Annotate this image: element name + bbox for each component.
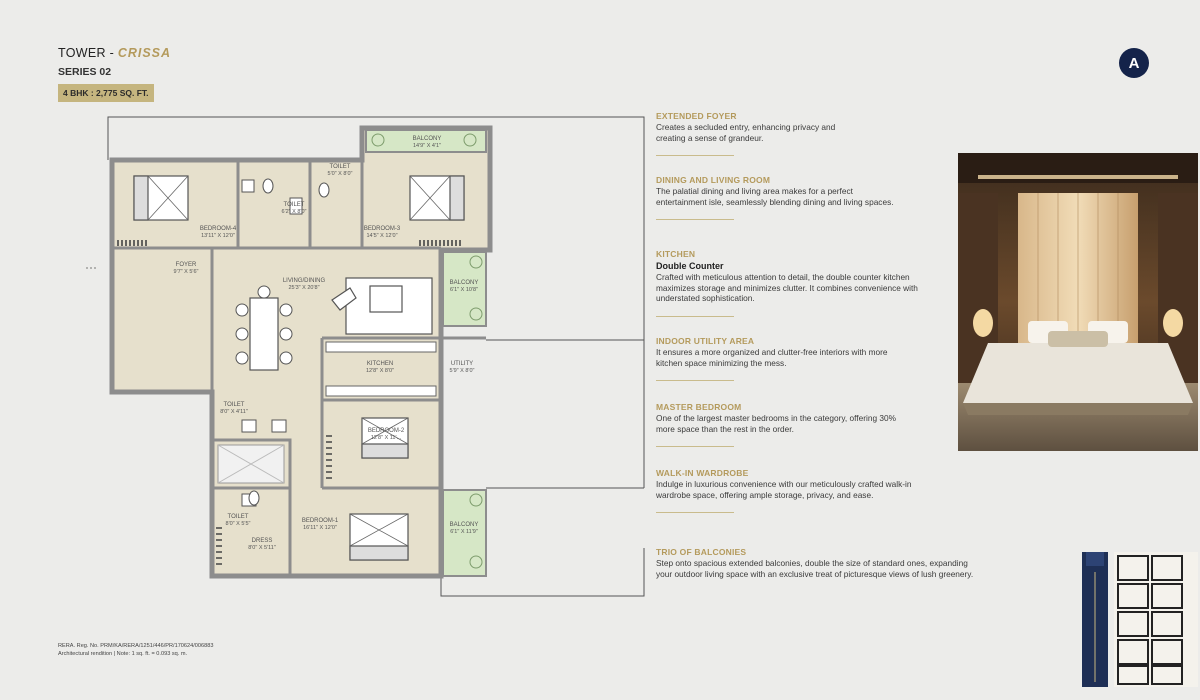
feature-divider: [656, 380, 734, 381]
tower-name: CRISSA: [117, 46, 172, 60]
leader-lines: [107, 116, 645, 597]
series-label: SERIES 02: [58, 66, 112, 78]
feature-divider: [656, 219, 734, 220]
foyer-name: FOYER: [176, 262, 197, 268]
feature-divider: [656, 512, 734, 513]
feature-divider: [656, 155, 734, 156]
kitchen-dim: 12'8" X 8'0": [366, 368, 394, 374]
balcony-low-dim: 6'1" X 11'9": [450, 529, 478, 535]
living-name: LIVING/DINING: [283, 278, 326, 284]
kitchen-name: KITCHEN: [367, 361, 393, 367]
toilet-mid-name: TOILET: [284, 202, 305, 208]
dress-name: DRESS: [252, 538, 273, 544]
feature-desc: Indulge in luxurious convenience with ou…: [656, 479, 912, 500]
unit-type-badge: A: [1119, 48, 1149, 78]
bedroom2-name: BEDROOM-2: [368, 428, 405, 434]
sofa-set: [331, 277, 433, 335]
utility-name: UTILITY: [451, 361, 473, 367]
feature-desc: It ensures a more organized and clutter-…: [656, 347, 888, 368]
feature-master-bedroom: MASTER BEDROOM One of the largest master…: [656, 402, 976, 447]
feature-title: KITCHEN: [656, 249, 696, 259]
feature-desc: One of the largest master bedrooms in th…: [656, 413, 896, 434]
toilet-mid-dim: 6'2" X 8'0": [282, 209, 307, 215]
room-labels: BALCONY 14'9" X 4'1" TOILET 5'0" X 8'0" …: [174, 136, 479, 551]
furniture-beds: [133, 175, 465, 561]
feature-title: INDOOR UTILITY AREA: [656, 336, 755, 346]
shaft-cross: [217, 444, 285, 484]
balcony-mid-name: BALCONY: [450, 280, 479, 286]
feature-desc: The palatial dining and living area make…: [656, 186, 894, 207]
wardrobes: [117, 240, 461, 565]
balcony-low-name: BALCONY: [450, 522, 479, 528]
feature-subtitle: Double Counter: [656, 261, 724, 271]
rera-number: RERA. Reg. No. PRM/KA/RERA/1251/446/PR/1…: [58, 643, 214, 649]
utility-dim: 5'9" X 8'0": [450, 368, 475, 374]
balcony-top-name: BALCONY: [413, 136, 442, 142]
bedroom-render-image: [958, 153, 1198, 451]
feature-walk-in-wardrobe: WALK-IN WARDROBE Indulge in luxurious co…: [656, 468, 976, 513]
bedroom1-name: BEDROOM-1: [302, 518, 339, 524]
key-plan: [1082, 552, 1198, 687]
feature-desc: Creates a secluded entry, enhancing priv…: [656, 122, 836, 143]
feature-extended-foyer: EXTENDED FOYER Creates a secluded entry,…: [656, 111, 976, 156]
bed-details: [147, 175, 451, 547]
feature-title: EXTENDED FOYER: [656, 111, 737, 121]
footer-note: Architectural rendition | Note: 1 sq. ft…: [58, 651, 188, 657]
toilet-low-dim: 8'0" X 5'5": [226, 521, 251, 527]
foyer-dim: 9'7" X 5'6": [174, 269, 199, 275]
kitchen-counters: [325, 341, 437, 397]
balcony-top-dim: 14'9" X 4'1": [413, 143, 441, 149]
footer-notes: RERA. Reg. No. PRM/KA/RERA/1251/446/PR/1…: [58, 642, 213, 658]
bedroom2-dim: 12'8" X 11'...: [371, 435, 402, 441]
bedroom3-dim: 14'5" X 12'0": [366, 233, 397, 239]
toilet-low-name: TOILET: [228, 514, 249, 520]
feature-desc: Crafted with meticulous attention to det…: [656, 272, 918, 303]
balcony-areas: [365, 129, 487, 577]
feature-title: TRIO OF BALCONIES: [656, 547, 747, 557]
toilet-top-dim: 5'0" X 8'0": [328, 171, 353, 177]
toilet-fixtures: [241, 178, 330, 507]
feature-title: MASTER BEDROOM: [656, 402, 742, 412]
feature-title: DINING AND LIVING ROOM: [656, 175, 771, 185]
tower-title: TOWER - CRISSA: [58, 46, 172, 60]
bhk-area-badge: 4 BHK : 2,775 SQ. FT.: [58, 84, 154, 102]
bedroom4-name: BEDROOM-4: [200, 226, 237, 232]
plan-header: TOWER - CRISSA SERIES 02 4 BHK : 2,775 S…: [58, 46, 171, 102]
balcony-mid-dim: 6'1" X 10'8": [450, 287, 478, 293]
living-dim: 25'3" X 20'8": [288, 285, 319, 291]
feature-indoor-utility: INDOOR UTILITY AREA It ensures a more or…: [656, 336, 976, 381]
bedroom3-name: BEDROOM-3: [364, 226, 401, 232]
feature-title: WALK-IN WARDROBE: [656, 468, 749, 478]
dining-set: [235, 285, 293, 371]
toilet-left-dim: 8'0" X 4'11": [220, 409, 248, 415]
feature-trio-balconies: TRIO OF BALCONIES Step onto spacious ext…: [656, 547, 976, 579]
balcony-plants: [371, 133, 483, 569]
bedroom1-dim: 16'11" X 12'0": [303, 525, 337, 531]
toilet-left-name: TOILET: [224, 402, 245, 408]
toilet-top-name: TOILET: [330, 164, 351, 170]
feature-divider: [656, 446, 734, 447]
feature-kitchen: KITCHEN Double Counter Crafted with meti…: [656, 249, 976, 317]
feature-divider: [656, 315, 734, 317]
feature-desc: Step onto spacious extended balconies, d…: [656, 558, 974, 579]
dress-dim: 8'0" X 5'11": [248, 545, 276, 551]
feature-dining-living: DINING AND LIVING ROOM The palatial dini…: [656, 175, 976, 220]
interior-walls: [112, 160, 486, 576]
bedroom4-dim: 13'11" X 12'0": [201, 233, 235, 239]
